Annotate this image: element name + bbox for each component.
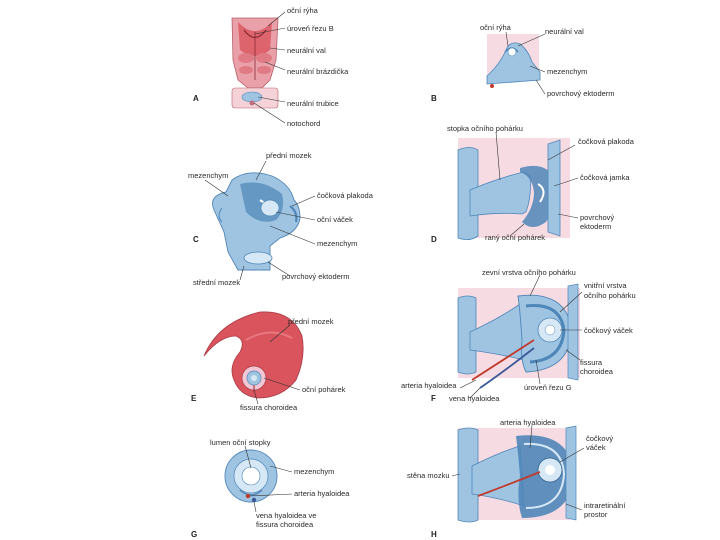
- label-uroven-rezu-g: úroveň řezu G: [524, 383, 572, 392]
- panel-h: arteria hyaloidea čočkový váček stěna mo…: [407, 418, 626, 539]
- label-fissura-f: fissura: [580, 358, 603, 367]
- label-ocniho-poharku: očního pohárku: [584, 291, 636, 300]
- panel-letter-d: D: [431, 235, 437, 244]
- label-cockovy-vacek-f: čočkový váček: [584, 326, 633, 335]
- label-prostor: prostor: [584, 510, 608, 519]
- label-neuralni-val-b: neurální val: [545, 27, 584, 36]
- panel-c: přední mozek mezenchym čočková plakoda o…: [188, 151, 374, 287]
- label-fissura-chorioidea-e: fissura choroidea: [240, 403, 298, 412]
- label-neuralni-val: neurální val: [287, 46, 326, 55]
- label-chorioidea-f: choroidea: [580, 367, 614, 376]
- label-fissura-chorioidea-g: fissura choroidea: [256, 520, 314, 529]
- label-povrchovy-ektoderm-b: povrchový ektoderm: [547, 89, 615, 98]
- panel-g: lumen oční stopky mezenchym arteria hyal…: [191, 438, 350, 539]
- panel-e: přední mozek oční pohárek fissura choroi…: [191, 312, 346, 412]
- label-vacek-h: váček: [586, 443, 606, 452]
- label-mezenchym-g: mezenchym: [294, 467, 334, 476]
- label-notochord: notochord: [287, 119, 320, 128]
- panel-f-optic-cup-illustration: [458, 284, 580, 388]
- label-stena-mozku: stěna mozku: [407, 471, 450, 480]
- label-predni-mozek-c: přední mozek: [266, 151, 312, 160]
- label-cockova-plakoda-d: čočková plakoda: [578, 137, 635, 146]
- label-arteria-hyaloidea-h: arteria hyaloidea: [500, 418, 556, 427]
- panel-f: zevní vrstva očního pohárku vnitřní vrst…: [401, 268, 636, 403]
- panel-letter-e: E: [191, 394, 197, 403]
- label-povrchovy-d: povrchový: [580, 213, 614, 222]
- panel-a: oční rýha úroveň řezu B neurální val neu…: [193, 6, 349, 128]
- panel-letter-a: A: [193, 94, 199, 103]
- panel-letter-c: C: [193, 235, 199, 244]
- label-predni-mozek-e: přední mozek: [288, 317, 334, 326]
- label-cockova-plakoda-c: čočková plakoda: [317, 191, 374, 200]
- label-stredni-mozek-c: střední mozek: [193, 278, 240, 287]
- panel-letter-h: H: [431, 530, 437, 539]
- label-vena-hyaloidea-ve: vena hyaloidea ve: [256, 511, 316, 520]
- label-cockovy-h: čočkový: [586, 434, 613, 443]
- label-vnitrni-vrstva: vnitřní vrstva: [584, 281, 627, 290]
- label-lumen-ocni-stopky: lumen oční stopky: [210, 438, 271, 447]
- label-cockova-jamka-d: čočková jamka: [580, 173, 630, 182]
- label-stopka-ocniho-poharku: stopka očního pohárku: [447, 124, 523, 133]
- panel-d: stopka očního pohárku čočková plakoda čo…: [431, 124, 635, 244]
- panel-d-optic-stalk-illustration: [458, 138, 570, 240]
- label-ocni-ryha: oční rýha: [287, 6, 319, 15]
- label-ektoderm-d: ektoderm: [580, 222, 611, 231]
- label-mezenchym-c-bottom: mezenchym: [317, 239, 357, 248]
- label-ocni-ryha-b: oční rýha: [480, 23, 512, 32]
- label-arteria-hyaloidea-g: arteria hyaloidea: [294, 489, 350, 498]
- panel-letter-g: G: [191, 530, 197, 539]
- label-mezenchym-c-top: mezenchym: [188, 171, 228, 180]
- label-vena-hyaloidea-f: vena hyaloidea: [449, 394, 500, 403]
- panel-h-optic-cup-illustration: [458, 426, 576, 522]
- panel-a-embryo-illustration: [232, 18, 278, 108]
- label-uroven-rezu-b: úroveň řezu B: [287, 24, 334, 33]
- label-arteria-hyaloidea-f: arteria hyaloidea: [401, 381, 457, 390]
- label-povrchovy-ektoderm-c: povrchový ektoderm: [282, 272, 350, 281]
- panel-b-cross-section-illustration: [487, 34, 540, 88]
- label-ocni-poharek-e: oční pohárek: [302, 385, 346, 394]
- label-zevni-vrstva-ocniho-poharku: zevní vrstva očního pohárku: [482, 268, 576, 277]
- label-intraretinalni: intraretinální: [584, 501, 626, 510]
- label-neuralni-brazdicka: neurální brázdička: [287, 67, 349, 76]
- panel-c-optic-vesicle-illustration: [213, 173, 301, 270]
- label-ocni-vacek-c: oční váček: [317, 215, 353, 224]
- label-neuralni-trubice: neurální trubice: [287, 99, 339, 108]
- panel-b: oční rýha neurální val mezenchym povrcho…: [431, 23, 615, 103]
- panel-g-optic-stalk-section-illustration: [225, 450, 277, 502]
- panel-letter-b: B: [431, 94, 437, 103]
- panel-letter-f: F: [431, 394, 436, 403]
- label-mezenchym-b: mezenchym: [547, 67, 587, 76]
- label-rany-ocni-poharek: raný oční pohárek: [485, 233, 545, 242]
